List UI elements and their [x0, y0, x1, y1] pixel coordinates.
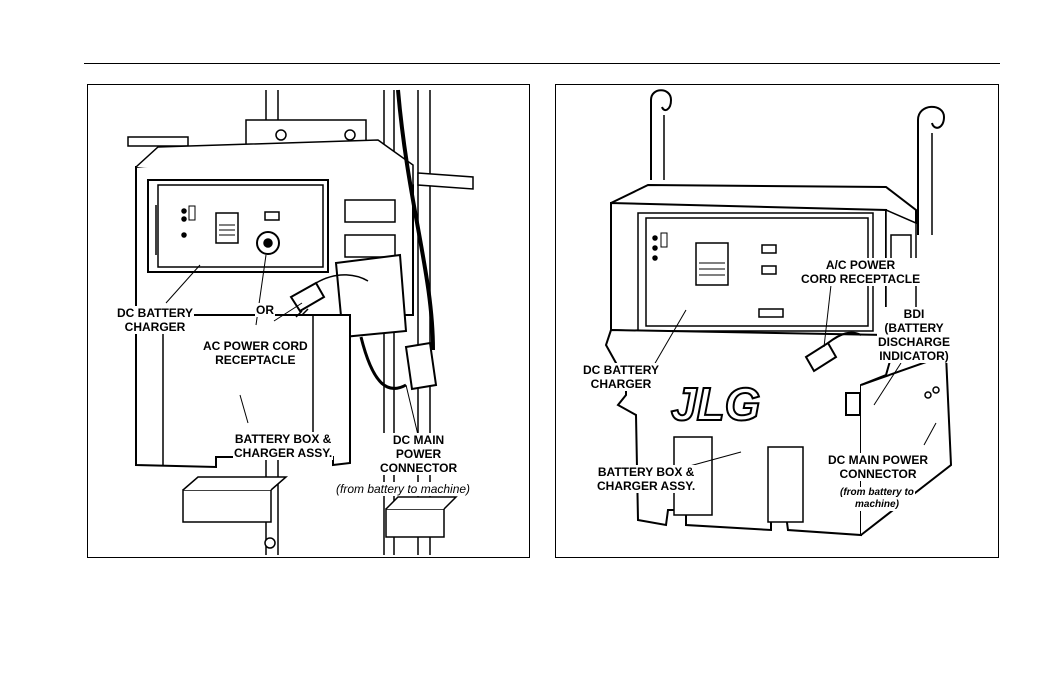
jlg-logo-text: JLG: [671, 378, 760, 430]
header-rule: [84, 63, 1000, 64]
battery-box-label: BATTERY BOX &CHARGER ASSY.: [596, 465, 696, 493]
from-battery-note: (from battery to machine): [335, 482, 471, 496]
battery-box-label: BATTERY BOX &CHARGER ASSY.: [233, 432, 333, 460]
or-label: OR: [255, 303, 275, 317]
